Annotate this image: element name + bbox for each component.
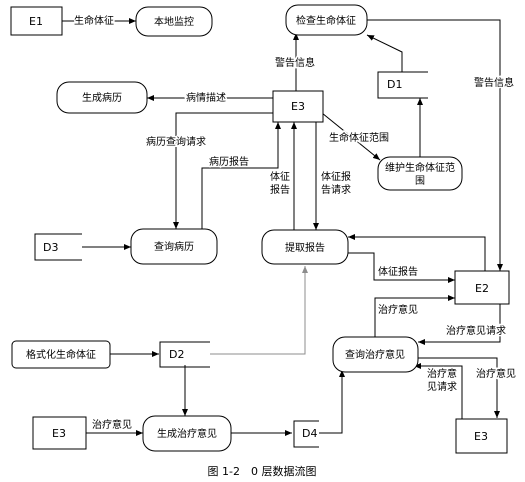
flow-label-alert-2: 警告信息 <box>474 76 514 89</box>
process-query-record: 查询病历 <box>130 228 218 265</box>
flow-label-vital-report-a2: 报告 <box>270 183 290 196</box>
entity-e2: E2 <box>454 270 510 305</box>
flow-e3-to-maintain-range <box>321 112 381 161</box>
process-gen-treatment-label: 生成治疗意见 <box>157 427 217 440</box>
process-maintain-range: 维护生命体征范 围 <box>377 156 463 191</box>
flow-label-record-query-req: 病历查询请求 <box>146 135 206 148</box>
flow-label-treatment-req-2b: 见请求 <box>427 380 457 393</box>
entity-e3-bottom-label: E3 <box>474 430 488 443</box>
process-fetch-report-label: 提取报告 <box>285 241 325 254</box>
flow-query-treatment-to-e2 <box>374 295 455 337</box>
process-local-monitor: 本地监控 <box>135 6 213 37</box>
store-d1: D1 <box>377 71 428 99</box>
entity-e3-left-label: E3 <box>52 427 66 440</box>
process-check-vitals: 检查生命体征 <box>285 4 368 36</box>
flow-label-vitals-e1: 生命体征 <box>74 14 114 27</box>
process-format-vitals: 格式化生命体征 <box>11 340 111 369</box>
store-d3-label: D3 <box>43 241 58 254</box>
flow-query-treatment-to-e3-bottom <box>415 357 500 418</box>
flow-label-record-report: 病历报告 <box>209 155 249 168</box>
process-format-vitals-label: 格式化生命体征 <box>26 348 96 361</box>
process-gen-record-label: 生成病历 <box>82 91 122 104</box>
flow-query-record-to-e3 <box>201 122 281 232</box>
store-d4-label: D4 <box>302 427 317 440</box>
process-local-monitor-label: 本地监控 <box>154 15 194 28</box>
flow-label-treatment-1: 治疗意见 <box>378 303 418 316</box>
flow-label-alert-1: 警告信息 <box>275 56 315 69</box>
entity-e3-center-label: E3 <box>291 100 305 113</box>
entity-e1-label: E1 <box>29 15 43 28</box>
flow-label-treatment-req-2a: 治疗意 <box>427 367 457 380</box>
flow-label-vital-report-req-2: 告请求 <box>321 183 351 196</box>
entity-e2-label: E2 <box>475 282 489 295</box>
flow-e3-bottom-to-query-treatment <box>414 363 463 419</box>
figure-caption: 图 1-2 0 层数据流图 <box>208 464 317 478</box>
store-d3: D3 <box>34 233 82 261</box>
process-gen-record: 生成病历 <box>56 81 148 114</box>
flow-label-treatment-2: 治疗意见 <box>476 367 516 380</box>
flow-label-vitals-range: 生命体征范围 <box>329 131 389 144</box>
flow-d4-to-query-treatment <box>319 370 345 434</box>
store-d2-label: D2 <box>169 348 184 361</box>
flow-label-vital-report-a1: 体征 <box>270 171 290 183</box>
flow-fetch-report-to-e2 <box>347 252 455 283</box>
flow-label-vital-report-req-1: 体征报 <box>321 170 351 183</box>
process-fetch-report: 提取报告 <box>261 229 349 265</box>
process-check-vitals-label: 检查生命体征 <box>296 14 356 27</box>
process-query-record-label: 查询病历 <box>154 240 194 253</box>
entity-e3-left: E3 <box>32 416 87 450</box>
process-maintain-range-label-1: 维护生命体征范 <box>385 161 455 174</box>
flow-label-treatment-3: 治疗意见 <box>92 418 132 431</box>
flow-d2-to-fetch-report <box>210 266 308 355</box>
flow-e2-to-fetch-report <box>348 234 486 271</box>
entity-e3-bottom: E3 <box>455 418 508 454</box>
process-query-treatment: 查询治疗意见 <box>332 336 419 373</box>
flow-label-vital-report-b: 体征报告 <box>378 265 418 278</box>
process-gen-treatment: 生成治疗意见 <box>142 415 232 452</box>
process-query-treatment-label: 查询治疗意见 <box>345 348 405 361</box>
entity-e1: E1 <box>10 6 63 36</box>
flow-e2-to-query-treatment <box>418 304 501 345</box>
flow-d1-to-check-vitals <box>366 34 403 72</box>
store-d4: D4 <box>293 420 319 448</box>
flow-label-condition-desc: 病情描述 <box>186 91 226 104</box>
flow-check-vitals-to-e2 <box>367 19 503 271</box>
store-d1-label: D1 <box>387 78 402 91</box>
flow-e3-to-query-record <box>173 112 273 229</box>
store-d2: D2 <box>159 341 210 368</box>
flow-label-treatment-req-1: 治疗意见请求 <box>446 324 506 337</box>
entity-e3-center: E3 <box>272 90 324 123</box>
process-maintain-range-label-2: 围 <box>415 175 425 187</box>
